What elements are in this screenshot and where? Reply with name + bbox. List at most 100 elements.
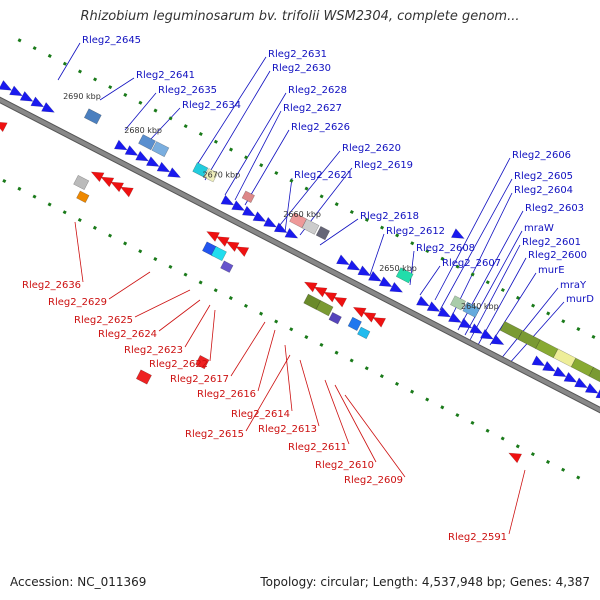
- track-dot: [425, 248, 430, 254]
- track-dot: [485, 280, 490, 285]
- kbp-tick-label: 2690 kbp: [63, 92, 101, 101]
- reverse-leader-line: [230, 321, 266, 377]
- reverse-leader-line: [334, 384, 377, 463]
- reverse-gene-label: Rleg2_2614: [231, 409, 290, 420]
- track-dot: [485, 428, 490, 433]
- reverse-gene-arrow: [206, 231, 221, 242]
- forward-gene-arrow: [389, 281, 404, 293]
- forward-gene-arrow: [458, 317, 473, 329]
- track-dot: [425, 397, 430, 402]
- forward-gene-label: Rleg2_2619: [354, 160, 413, 171]
- track-dot: [228, 147, 234, 152]
- forward-gene-label: Rleg2_2607: [442, 258, 501, 269]
- forward-gene-arrow: [0, 79, 13, 91]
- forward-gene-box: [553, 348, 577, 368]
- track-dot: [500, 288, 505, 293]
- forward-leader-line: [224, 92, 287, 196]
- track-dot: [183, 272, 188, 277]
- kbp-tick-label: 2660 kbp: [283, 210, 321, 219]
- track-dot: [546, 311, 551, 316]
- forward-gene-label: Rleg2_2600: [528, 250, 587, 261]
- reverse-leader-line: [108, 271, 151, 300]
- forward-leader-line: [284, 177, 293, 233]
- forward-leader-line: [204, 70, 271, 181]
- reverse-gene-label: Rleg2_2629: [48, 297, 107, 308]
- reverse-leader-line: [508, 469, 526, 535]
- reverse-leader-line: [245, 354, 291, 432]
- track-dot: [108, 85, 113, 90]
- forward-gene-arrow: [426, 301, 441, 312]
- track-dot: [123, 92, 128, 97]
- reverse-gene-box: [76, 190, 90, 203]
- reverse-gene-label: Rleg2_2625: [74, 315, 133, 326]
- forward-gene-label: Rleg2_2628: [288, 85, 347, 96]
- reverse-leader-line: [324, 379, 350, 445]
- reverse-gene-label: Rleg2_2624: [98, 329, 157, 340]
- reverse-leader-line: [134, 289, 191, 318]
- track-dot: [515, 444, 520, 449]
- forward-gene-label: Rleg2_2606: [512, 150, 571, 161]
- forward-gene-label: Rleg2_2645: [82, 35, 141, 46]
- track-dot: [62, 61, 67, 66]
- track-dot: [17, 38, 22, 43]
- track-dot: [545, 459, 551, 464]
- kbp-tick-label: 2680 kbp: [124, 126, 162, 135]
- reverse-gene-label: Rleg2_2636: [22, 280, 81, 291]
- reverse-gene-label: Rleg2_2622: [149, 359, 208, 370]
- forward-leader-line: [409, 250, 415, 286]
- reverse-gene-box: [357, 326, 371, 340]
- track-dot: [2, 178, 7, 184]
- forward-gene-label: Rleg2_2608: [416, 243, 475, 254]
- forward-gene-label: Rleg2_2612: [386, 226, 445, 237]
- forward-gene-arrow: [273, 222, 288, 233]
- forward-gene-arrow: [135, 150, 150, 162]
- track-dot: [470, 420, 475, 425]
- forward-gene-label: Rleg2_2605: [514, 171, 573, 182]
- forward-gene-arrow: [378, 276, 393, 288]
- track-dot: [289, 178, 294, 183]
- reverse-gene-label: Rleg2_2613: [258, 424, 317, 435]
- forward-gene-box: [395, 267, 414, 284]
- forward-gene-arrow: [284, 227, 299, 239]
- track-dot: [364, 217, 369, 222]
- forward-gene-arrow: [252, 211, 267, 222]
- reverse-gene-label: Rleg2_2610: [315, 460, 374, 471]
- track-dot: [410, 389, 415, 394]
- reverse-gene-box: [315, 300, 334, 317]
- track-dot: [243, 303, 248, 308]
- track-dot: [168, 264, 173, 269]
- track-dot: [213, 139, 218, 144]
- forward-gene-arrow: [450, 228, 465, 239]
- forward-gene-arrow: [346, 259, 361, 271]
- forward-gene-arrow: [367, 270, 382, 282]
- forward-gene-box: [301, 218, 320, 235]
- forward-leader-line: [464, 230, 523, 336]
- track-dot: [470, 272, 475, 277]
- reverse-gene-label: Rleg2_2617: [170, 374, 229, 385]
- track-dot: [92, 225, 97, 230]
- forward-gene-label: Rleg2_2618: [360, 211, 419, 222]
- track-dot: [153, 108, 158, 113]
- track-dot: [17, 186, 22, 191]
- track-dot: [591, 334, 596, 339]
- forward-gene-arrow: [415, 295, 430, 307]
- track-dot: [304, 186, 309, 191]
- reverse-gene-arrow: [508, 452, 523, 464]
- track-dot: [561, 467, 566, 472]
- map-title: Rhizobium leguminosarum bv. trifolii WSM…: [80, 9, 520, 24]
- forward-gene-label: Rleg2_2604: [514, 185, 573, 196]
- forward-gene-box: [462, 301, 481, 318]
- forward-gene-box: [315, 226, 330, 241]
- forward-gene-arrow: [479, 328, 494, 340]
- forward-leader-line: [499, 287, 559, 361]
- forward-gene-label: mraW: [524, 223, 554, 234]
- forward-gene-label: Rleg2_2603: [525, 203, 584, 214]
- forward-gene-arrow: [552, 366, 567, 378]
- forward-gene-arrow: [357, 265, 372, 277]
- forward-gene-arrow: [574, 377, 589, 389]
- reverse-leader-line: [74, 221, 84, 283]
- track-dot: [395, 233, 400, 238]
- forward-gene-label: murE: [538, 265, 565, 276]
- track-dot: [576, 475, 581, 480]
- forward-gene-arrow: [595, 388, 600, 400]
